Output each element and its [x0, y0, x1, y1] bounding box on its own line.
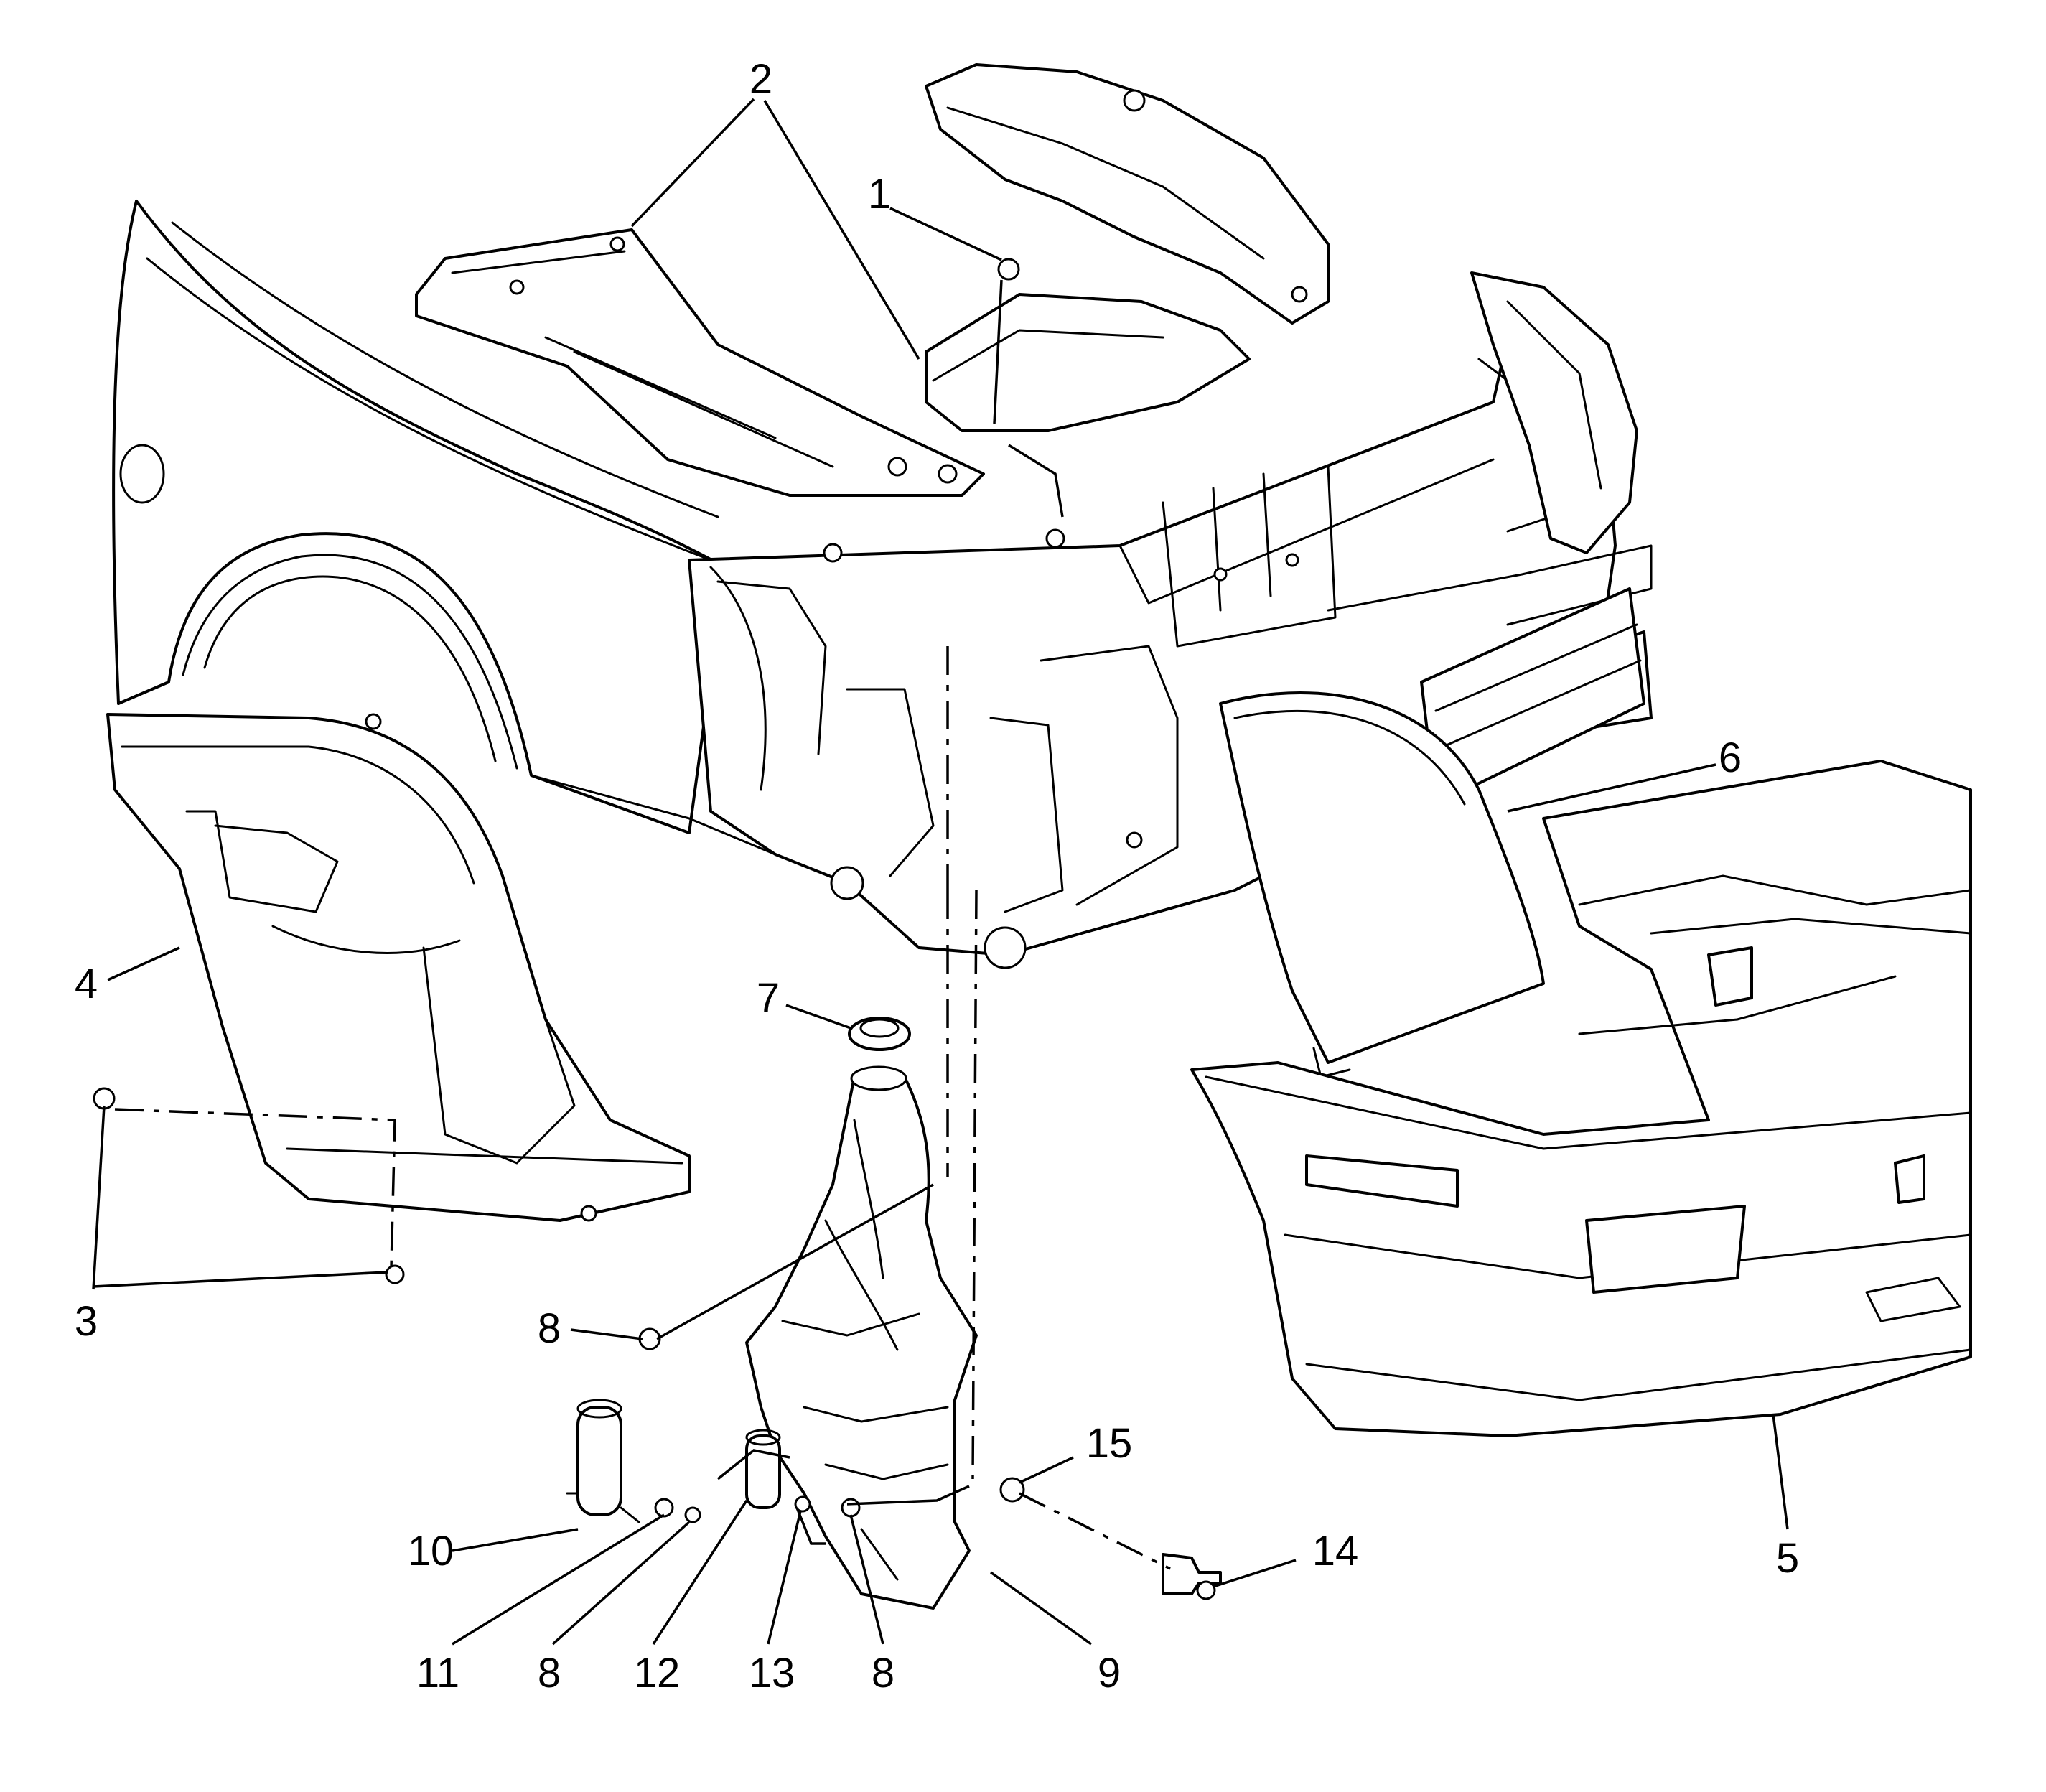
reservoir-cap: [848, 1017, 911, 1051]
washer-pump-small: [745, 1429, 781, 1509]
fender: [112, 200, 727, 834]
front-bumper-fascia: [1190, 760, 1972, 1437]
callout-8-lower-left: 8: [538, 1650, 561, 1697]
headlamp: [1219, 691, 1545, 1078]
callout-9: 9: [1098, 1650, 1121, 1697]
callout-labels: 1 2 3 4 5 6 7 8 8 8 9 10 11 12 13 14 15: [75, 56, 1799, 1697]
bracket-right: [1470, 271, 1638, 554]
washer-reservoir: [745, 1065, 978, 1610]
callout-3: 3: [75, 1298, 98, 1345]
callout-7: 7: [757, 975, 780, 1022]
callout-12: 12: [634, 1650, 681, 1697]
callout-14: 14: [1312, 1528, 1359, 1574]
washer-pump: [566, 1399, 640, 1523]
callout-11: 11: [416, 1650, 459, 1697]
air-deflector-right: [925, 63, 1330, 432]
wheelhouse-liner: [106, 713, 691, 1222]
callout-13: 13: [749, 1650, 795, 1697]
leader-lines: [92, 98, 1789, 1646]
air-deflector-left: [415, 228, 985, 497]
callout-15: 15: [1086, 1420, 1133, 1467]
callout-8-lower-right: 8: [872, 1650, 894, 1697]
callout-10: 10: [408, 1528, 454, 1574]
fasteners: [93, 258, 1222, 1600]
callout-4: 4: [75, 961, 98, 1007]
callout-6: 6: [1719, 734, 1742, 781]
callout-1: 1: [868, 171, 891, 218]
alignment-lines: [114, 646, 1171, 1570]
callout-5: 5: [1776, 1535, 1799, 1582]
callout-8-upper: 8: [538, 1305, 561, 1352]
callout-2: 2: [749, 56, 772, 103]
